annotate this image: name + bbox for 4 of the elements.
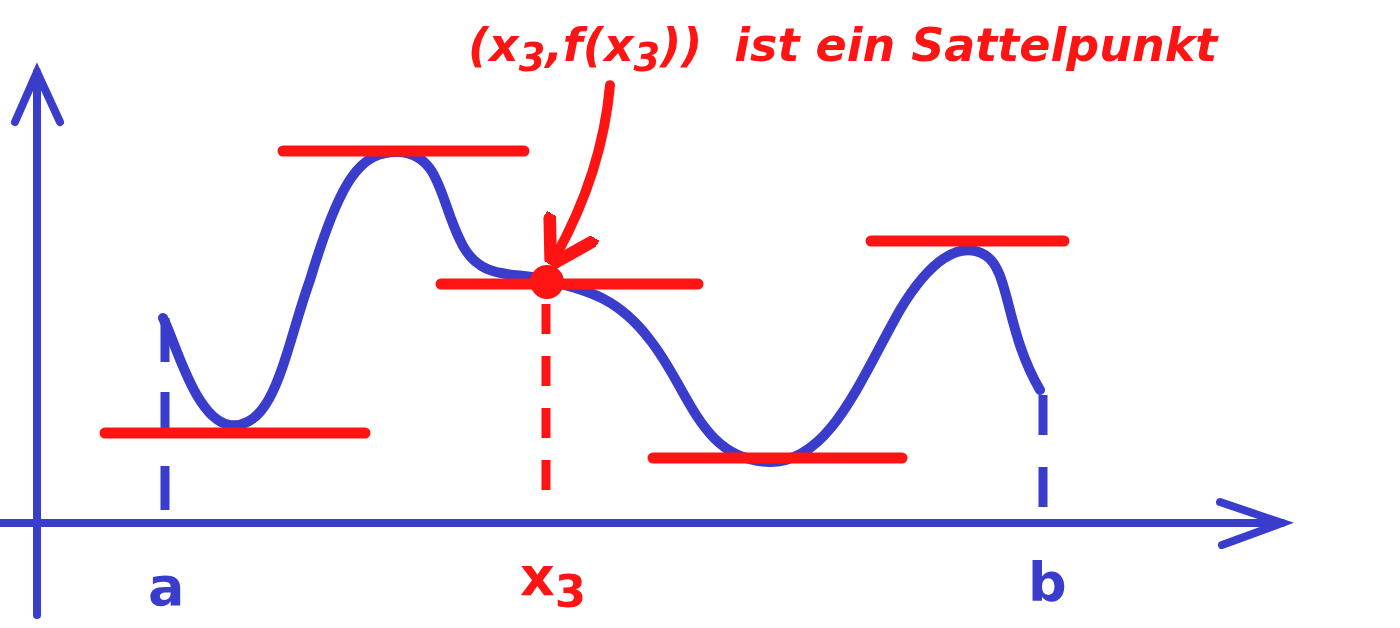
axis-label: b bbox=[1028, 556, 1067, 610]
axis-label: a bbox=[148, 560, 185, 614]
annotation-text: (x$_{3}$,f(x$_{3}$)) ist ein Sattelpunkt bbox=[468, 18, 1218, 82]
axis-label: x$_{3}$ bbox=[520, 550, 587, 614]
